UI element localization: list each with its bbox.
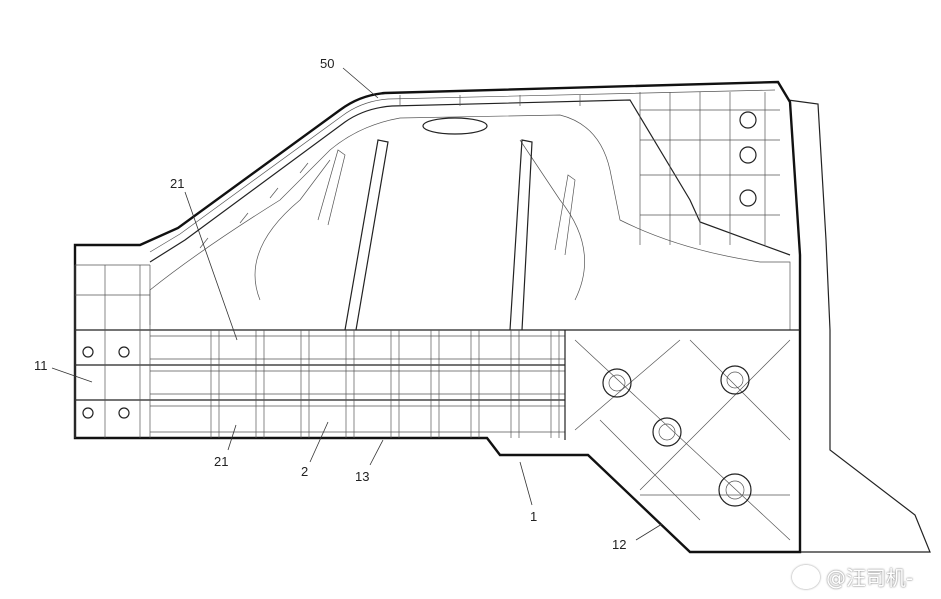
cavity-inner [254, 139, 585, 301]
label-21-lower: 21 [214, 454, 228, 469]
label-13: 13 [355, 469, 369, 484]
weibo-logo-icon [792, 564, 820, 589]
label-1: 1 [530, 509, 537, 524]
label-50: 50 [320, 56, 334, 71]
rail-rib [299, 162, 309, 174]
front-mount-holes [82, 346, 130, 419]
side-rib-right [554, 174, 576, 256]
cavity-outline [149, 114, 791, 330]
label-12: 12 [612, 537, 626, 552]
rail-rib [239, 212, 249, 224]
body-outline [73, 80, 802, 554]
rear-panel [690, 99, 931, 553]
left-brace [344, 139, 389, 331]
side-rib-left [317, 149, 346, 226]
upper-rail-edge [149, 89, 776, 253]
right-brace [509, 139, 533, 331]
upper-rear-grid [199, 92, 780, 249]
upper-rail-inner [149, 99, 791, 263]
rear-bracket [564, 329, 800, 541]
rail-rib [269, 187, 279, 199]
watermark: @汪司机- [792, 562, 913, 591]
lower-rail-grid [74, 264, 565, 438]
watermark-text: @汪司机- [826, 566, 914, 590]
label-2: 2 [301, 464, 308, 479]
reference-labels: 50 21 11 21 2 13 1 12 [34, 56, 663, 552]
rail-rib [199, 237, 209, 249]
label-11: 11 [34, 358, 48, 373]
top-opening [422, 117, 488, 135]
label-21-upper: 21 [170, 176, 184, 191]
